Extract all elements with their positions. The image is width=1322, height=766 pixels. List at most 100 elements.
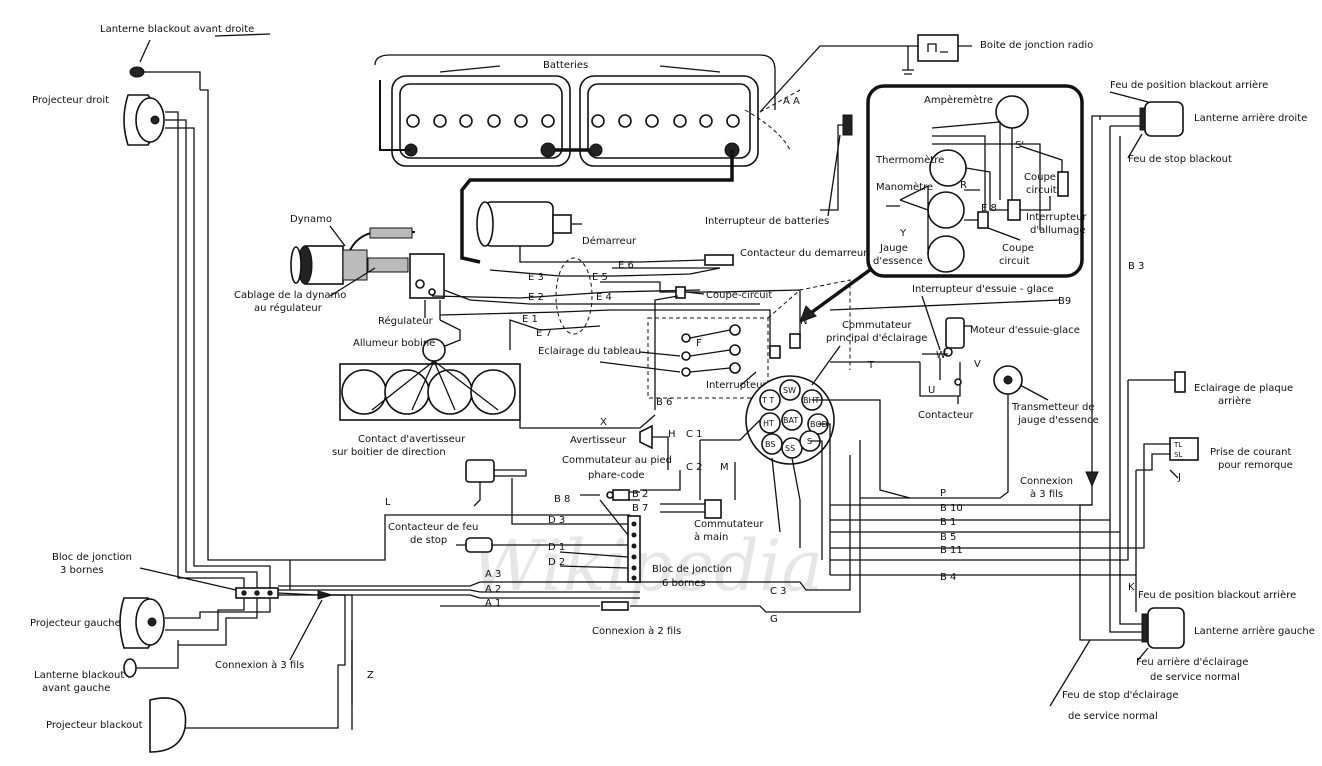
bloc-jonction-6-bornes [559, 499, 641, 583]
term-s: S [807, 437, 812, 446]
wire-b8: B 8 [554, 494, 570, 505]
commutateur-main [660, 499, 722, 519]
dynamo-leader [329, 225, 346, 247]
feu-stop-blackout-leader [1127, 133, 1143, 159]
eclairage-tableau [599, 317, 781, 399]
wire-e5: E 5 [592, 272, 608, 283]
prise-courant-label-1: Prise de courant [1210, 447, 1291, 458]
wire-d1: D 1 [548, 542, 565, 553]
commutateur-main-label-1: Commutateur [694, 519, 764, 530]
connexion-3-fils-ar-label-2: à 3 fils [1030, 488, 1063, 500]
amperemetre-label: Ampèremètre [924, 94, 993, 106]
wire-e4: E 4 [596, 292, 612, 303]
coupe-circuit [675, 286, 686, 299]
wire-b5: B 5 [940, 532, 956, 543]
n-connector [789, 333, 801, 349]
lanterne-avg-label-1: Lanterne blackout [34, 670, 124, 681]
wire-a2: A 2 [485, 584, 501, 595]
thermometre-label: Thermomètre [875, 154, 944, 166]
commutateur-principal-label-2: principal d'éclairage [826, 332, 927, 344]
term-bs: BS [765, 440, 775, 449]
bloc-3-label-1: Bloc de jonction [52, 552, 132, 563]
contacteur-feu-stop-label-1: Contacteur de feu [388, 522, 478, 533]
term-sw: SW [783, 386, 796, 395]
feu-stop-normal-label-1: Feu de stop d'éclairage [1062, 689, 1179, 701]
term-tt: T T [761, 396, 774, 405]
wire-b7: B 7 [632, 503, 648, 514]
wire-u: U [928, 385, 935, 396]
jauge-essence-label-2: d'essence [873, 256, 923, 267]
prise-term-sl: SL [1174, 451, 1182, 459]
contact-avertisseur-switch [465, 459, 560, 525]
wire-p: P [940, 488, 946, 499]
projecteur-droit-label: Projecteur droit [32, 95, 109, 106]
bloc-6-label-2: 6 bornes [662, 578, 706, 589]
instrument-panel-inset [866, 84, 1084, 278]
eclairage-plaque-label-1: Eclairage de plaque [1194, 383, 1293, 394]
dynamo [290, 227, 415, 285]
lanterne-avd-leader [139, 33, 271, 63]
bloc-3-leader [139, 567, 237, 591]
arrow-to-panel-head [799, 305, 817, 323]
lanterne-blackout-avant-droite [129, 66, 201, 90]
cablage-dynamo-label-2: au régulateur [254, 302, 323, 314]
projecteur-blackout-label: Projecteur blackout [46, 720, 143, 731]
allumeur-bobine [339, 319, 541, 421]
projecteur-gauche [119, 597, 165, 649]
dash-link [767, 279, 851, 370]
term-bat: BAT [783, 416, 798, 425]
commutateur-main-label-2: à main [694, 531, 728, 543]
wire-e7: E 7 [536, 328, 552, 339]
jauge-essence-label-1: Jauge [879, 243, 908, 254]
transmetteur-leader [1019, 384, 1049, 401]
boite-radio-label: Boite de jonction radio [980, 40, 1093, 51]
front-harness [165, 89, 353, 730]
wire-t: T [867, 360, 875, 371]
e-wires [431, 257, 801, 355]
interrupteur-essuie-label: Interrupteur d'essuie - glace [912, 284, 1054, 295]
wire-b2: B 2 [632, 489, 648, 500]
bloc-6-label-1: Bloc de jonction [652, 564, 732, 575]
interrupteur-allumage-label-1: Interrupteur [1026, 212, 1088, 223]
lanterne-avg-label-2: avant gauche [42, 683, 110, 694]
batteries-label: Batteries [543, 60, 588, 71]
lanterne-ar-d-label: Lanterne arrière droite [1194, 112, 1307, 124]
manometre-label: Manomètre [876, 181, 933, 193]
wire-e6: E 6 [618, 260, 634, 271]
wire-f: F [696, 338, 702, 349]
connexion-3-fils-label: Connexion à 3 fils [215, 659, 304, 671]
wire-a3: A 3 [485, 569, 501, 580]
watermark: Wikipedia [470, 525, 823, 607]
demarreur-label: Démarreur [582, 235, 637, 247]
interrupteur-label: Interrupteur [706, 380, 768, 391]
connexion-3-fils-arriere [1085, 471, 1099, 488]
wire-b6-line [654, 295, 679, 410]
wire-m: M [720, 462, 729, 473]
wire-h: H [668, 429, 676, 440]
demarreur [476, 201, 640, 263]
coupe-circuit-label: Coupe-circuit [706, 290, 772, 301]
wire-b10: B 10 [940, 503, 963, 514]
wire-c1-line [699, 419, 761, 500]
wire-w: W [936, 350, 946, 361]
wire-x: X [600, 417, 607, 428]
wire-j: J [1177, 472, 1181, 483]
rear-left-leaders [1049, 639, 1149, 707]
wire-e3: E 3 [528, 272, 544, 283]
wire-e8: E 8 [981, 203, 997, 214]
interrupteur-batteries-label: Interrupteur de batteries [705, 216, 829, 227]
transmetteur-label-1: Transmetteur de [1011, 402, 1094, 413]
projecteur-droit [123, 94, 165, 146]
wire-b9: B9 [1058, 296, 1071, 307]
interrupteur-leader [739, 371, 757, 387]
avertisseur-label: Avertisseur [570, 435, 627, 446]
wire-c2-line [640, 470, 681, 491]
wire-d2: D 2 [548, 557, 565, 568]
contacteur-label: Contacteur [918, 410, 974, 421]
coupe-circuit-panel-label-1: Coupe [1024, 172, 1056, 183]
term-ht: HT [763, 419, 774, 428]
cablage-dynamo-leader [329, 267, 376, 297]
lanterne-blackout-avant-gauche [123, 640, 179, 678]
wire-n: N [800, 316, 807, 327]
lanterne-ar-g-label: Lanterne arrière gauche [1194, 625, 1315, 637]
